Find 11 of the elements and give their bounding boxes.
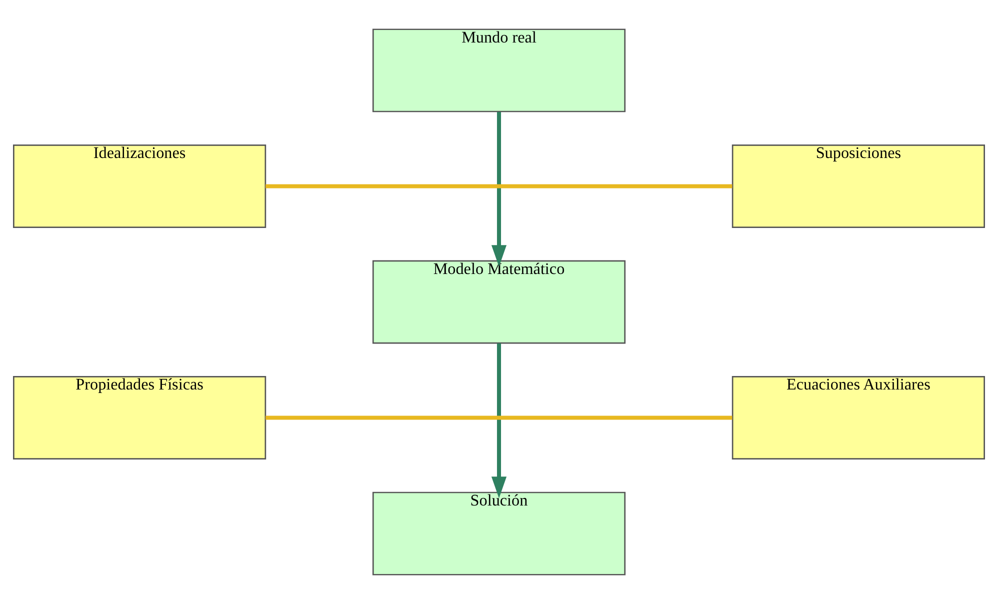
connector xyxy=(266,415,732,420)
node-box: Ecuaciones Auxiliares xyxy=(732,376,985,460)
node-box: Propiedades Físicas xyxy=(13,376,266,460)
node-box: Suposiciones xyxy=(732,144,985,228)
arrow xyxy=(491,342,507,498)
node-box: Mundo real xyxy=(372,28,626,112)
node-box: Idealizaciones xyxy=(13,144,266,228)
node-box: Solución xyxy=(372,491,626,575)
arrow xyxy=(491,111,507,266)
node-box: Modelo Matemático xyxy=(372,260,626,344)
connector xyxy=(266,184,732,188)
